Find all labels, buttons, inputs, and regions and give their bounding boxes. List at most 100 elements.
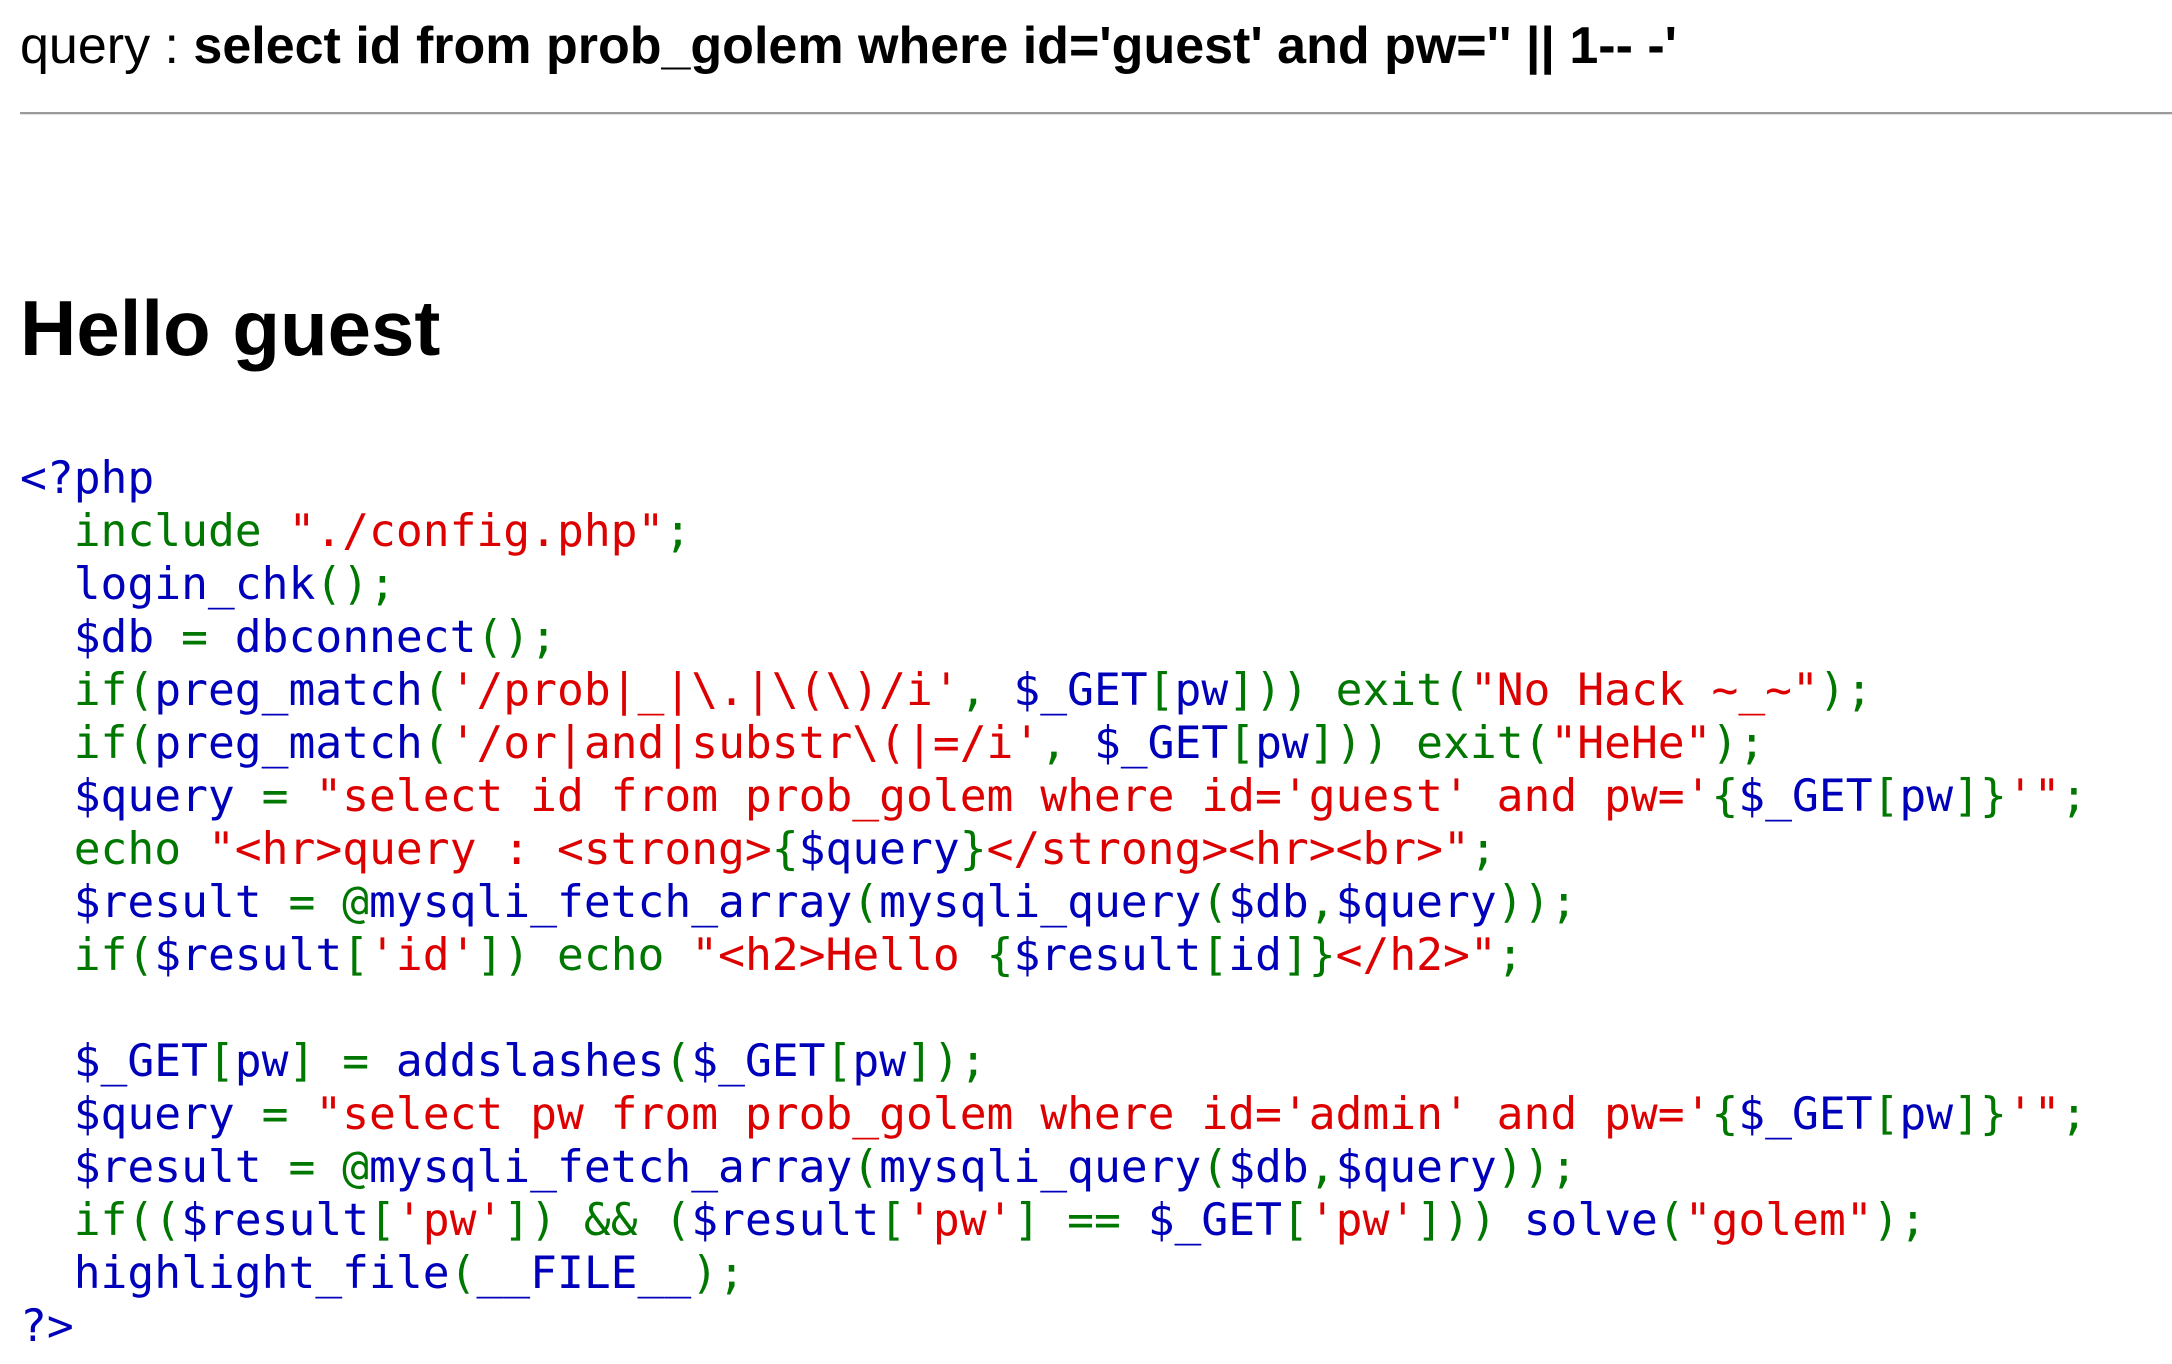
code-token-string: "./config.php" bbox=[288, 505, 665, 557]
code-token-keyword: [ bbox=[1872, 770, 1900, 822]
code-token-keyword: } bbox=[959, 823, 987, 875]
code-token-keyword: )); bbox=[1496, 1141, 1578, 1193]
code-token-default: mysqli_query bbox=[879, 1141, 1202, 1193]
code-token-default: $result bbox=[20, 876, 289, 928]
code-token-keyword: ( bbox=[664, 1035, 692, 1087]
code-line: $query = "select id from prob_golem wher… bbox=[20, 770, 2088, 823]
code-line bbox=[20, 982, 2087, 1035]
code-token-keyword: , bbox=[1040, 717, 1094, 769]
code-token-keyword: if( bbox=[73, 664, 155, 716]
code-token-keyword: if(( bbox=[73, 1194, 182, 1246]
code-token-keyword: ])) exit( bbox=[1228, 664, 1470, 716]
code-token-default: $query bbox=[20, 770, 262, 822]
code-token-default: mysqli_query bbox=[879, 876, 1202, 928]
code-token-default: __FILE__ bbox=[476, 1247, 692, 1299]
query-sql: select id from prob_golem where id='gues… bbox=[193, 17, 1678, 75]
code-token-default: $query bbox=[798, 823, 960, 875]
code-token-keyword: ]} bbox=[1953, 770, 2007, 822]
code-token-keyword: ( bbox=[422, 717, 450, 769]
code-token-default: <?php bbox=[20, 452, 155, 504]
hello-heading: Hello guest bbox=[20, 284, 441, 372]
code-token-default: $query bbox=[20, 1088, 262, 1140]
code-token-string: '" bbox=[2006, 1088, 2061, 1140]
code-token-keyword: ; bbox=[2060, 770, 2088, 822]
code-token-keyword: (); bbox=[315, 558, 396, 610]
code-token-keyword: ); bbox=[1872, 1194, 1927, 1246]
code-line: $db = dbconnect(); bbox=[20, 611, 2087, 664]
code-token-string: "<hr>query : <strong> bbox=[207, 823, 772, 875]
code-line: ?> bbox=[20, 1300, 2087, 1353]
code-token-keyword: ( bbox=[852, 876, 880, 928]
code-token-default: $_GET bbox=[1013, 664, 1148, 716]
code-token-default: $db bbox=[1228, 876, 1309, 928]
code-token-default bbox=[20, 717, 74, 769]
code-line: if(preg_match('/or|and|substr\(|=/i', $_… bbox=[20, 717, 2087, 770]
code-token-keyword: [ bbox=[1201, 929, 1229, 981]
code-token-keyword: [ bbox=[1872, 1088, 1900, 1140]
code-token-keyword: ]} bbox=[1953, 1088, 2007, 1140]
code-line: if(preg_match('/prob|_|\.|\(\)/i', $_GET… bbox=[20, 664, 2087, 717]
code-token-string: "No Hack ~_~" bbox=[1469, 664, 1819, 716]
code-token-keyword: [ bbox=[1228, 717, 1256, 769]
code-token-default: pw bbox=[1174, 664, 1229, 716]
code-token-string: '/prob|_|\.|\(\)/i' bbox=[449, 664, 960, 716]
code-line: <?php bbox=[20, 452, 2087, 505]
code-token-keyword: (); bbox=[476, 611, 557, 663]
code-token-keyword: ])) bbox=[1416, 1194, 1524, 1246]
code-token-default: pw bbox=[1899, 1088, 1954, 1140]
code-token-default: $result bbox=[691, 1194, 880, 1246]
code-token-default: $_GET bbox=[20, 1035, 208, 1087]
code-token-keyword: { bbox=[771, 823, 799, 875]
code-token-default bbox=[20, 929, 74, 981]
code-token-default: $_GET bbox=[1738, 1088, 1873, 1140]
code-token-keyword: [ bbox=[1147, 664, 1175, 716]
code-token-keyword: ; bbox=[1469, 823, 1497, 875]
code-token-default: $result bbox=[154, 929, 343, 981]
code-token-keyword: include bbox=[73, 505, 289, 557]
code-token-keyword: ; bbox=[1496, 929, 1524, 981]
code-token-default: highlight_file bbox=[20, 1247, 450, 1299]
code-token-string: "<h2>Hello bbox=[691, 929, 987, 981]
code-token-keyword: if( bbox=[73, 717, 155, 769]
code-token-string: "select pw from prob_golem where id='adm… bbox=[315, 1088, 1712, 1140]
code-token-keyword: , bbox=[1308, 876, 1336, 928]
code-line: $result = @mysqli_fetch_array(mysqli_que… bbox=[20, 1141, 2087, 1194]
code-token-default: preg_match bbox=[154, 717, 423, 769]
code-token-keyword: ( bbox=[1201, 876, 1229, 928]
code-token-keyword: ); bbox=[1711, 717, 1766, 769]
code-token-keyword: [ bbox=[825, 1035, 853, 1087]
code-token-default: dbconnect bbox=[234, 611, 477, 663]
code-token-string: "HeHe" bbox=[1550, 717, 1712, 769]
code-token-keyword: if( bbox=[73, 929, 155, 981]
code-token-keyword: ; bbox=[664, 505, 692, 557]
code-token-keyword: ( bbox=[1657, 1194, 1685, 1246]
code-token-keyword: ); bbox=[691, 1247, 745, 1299]
query-line: query : select id from prob_golem where … bbox=[20, 10, 1677, 82]
code-token-keyword: = @ bbox=[288, 1141, 370, 1193]
code-token-default: mysqli_fetch_array bbox=[369, 876, 853, 928]
code-token-default: $result bbox=[1013, 929, 1202, 981]
code-token-keyword: ] == bbox=[1013, 1194, 1148, 1246]
code-token-keyword: { bbox=[1711, 1088, 1739, 1140]
code-token-default: pw bbox=[234, 1035, 289, 1087]
code-token-keyword: ); bbox=[1818, 664, 1873, 716]
code-line: login_chk(); bbox=[20, 558, 2087, 611]
code-token-keyword: [ bbox=[1281, 1194, 1309, 1246]
code-token-keyword: ( bbox=[852, 1141, 880, 1193]
code-token-default bbox=[20, 1194, 74, 1246]
code-token-keyword: , bbox=[1308, 1141, 1336, 1193]
code-line: include "./config.php"; bbox=[20, 505, 2087, 558]
code-token-default: $query bbox=[1335, 1141, 1497, 1193]
code-line: if($result['id']) echo "<h2>Hello {$resu… bbox=[20, 929, 2087, 982]
code-token-string: '/or|and|substr\(|=/i' bbox=[449, 717, 1041, 769]
code-token-keyword: [ bbox=[369, 1194, 396, 1246]
code-token-keyword: { bbox=[986, 929, 1014, 981]
code-token-keyword: )); bbox=[1496, 876, 1578, 928]
php-source-code: <?php include "./config.php"; login_chk(… bbox=[20, 452, 2087, 1353]
code-token-string: 'id' bbox=[369, 929, 477, 981]
code-token-keyword: ]} bbox=[1281, 929, 1336, 981]
code-token-default: preg_match bbox=[154, 664, 423, 716]
code-token-string: "select id from prob_golem where id='gue… bbox=[315, 770, 1712, 822]
code-token-keyword: [ bbox=[342, 929, 370, 981]
code-token-default: solve bbox=[1523, 1194, 1658, 1246]
